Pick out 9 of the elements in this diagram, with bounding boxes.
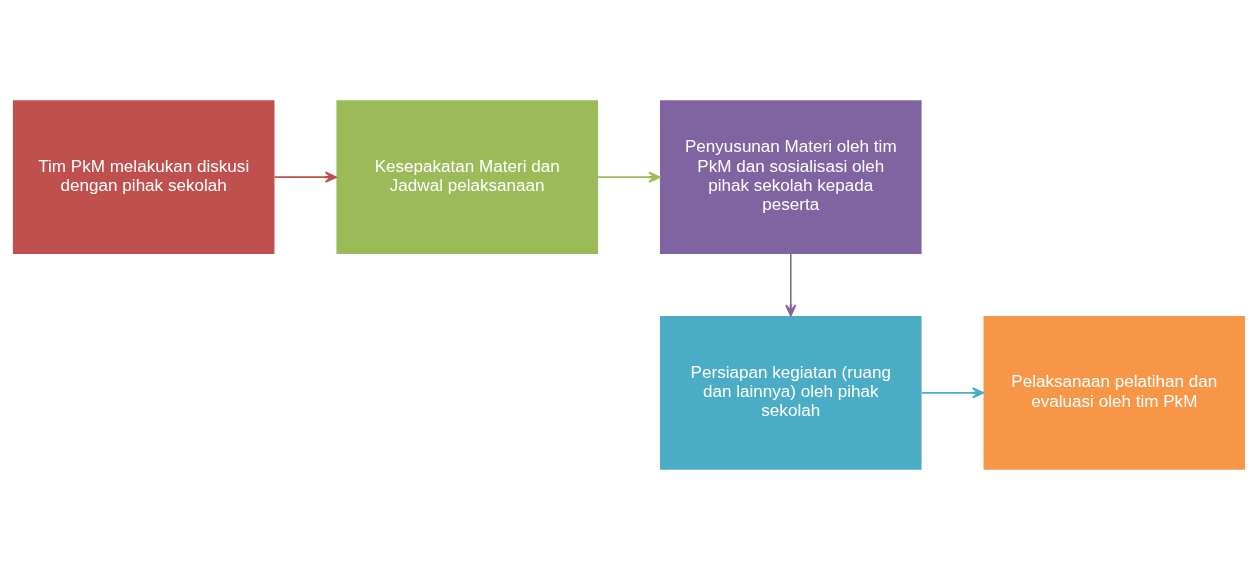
- node-box: Kesepakatan Materi dan Jadwal pelaksanaan: [336, 100, 599, 255]
- arrow: [273, 171, 338, 183]
- node-box: Penyusunan Materi oleh tim PkM dan sosialisasi oleh pihak sekolah kepada peserta: [659, 100, 922, 255]
- arrow: [920, 387, 985, 399]
- arrow: [785, 253, 797, 317]
- node-box: Tim PkM melakukan diskusi dengan pihak sekolah: [12, 100, 275, 255]
- arrow: [597, 171, 661, 183]
- node-box: Pelaksanaan pelatihan dan evaluasi oleh tim PkM: [983, 315, 1246, 470]
- node-box: Persiapan kegiatan (ruang dan lainnya) oleh pihak sekolah: [659, 315, 922, 470]
